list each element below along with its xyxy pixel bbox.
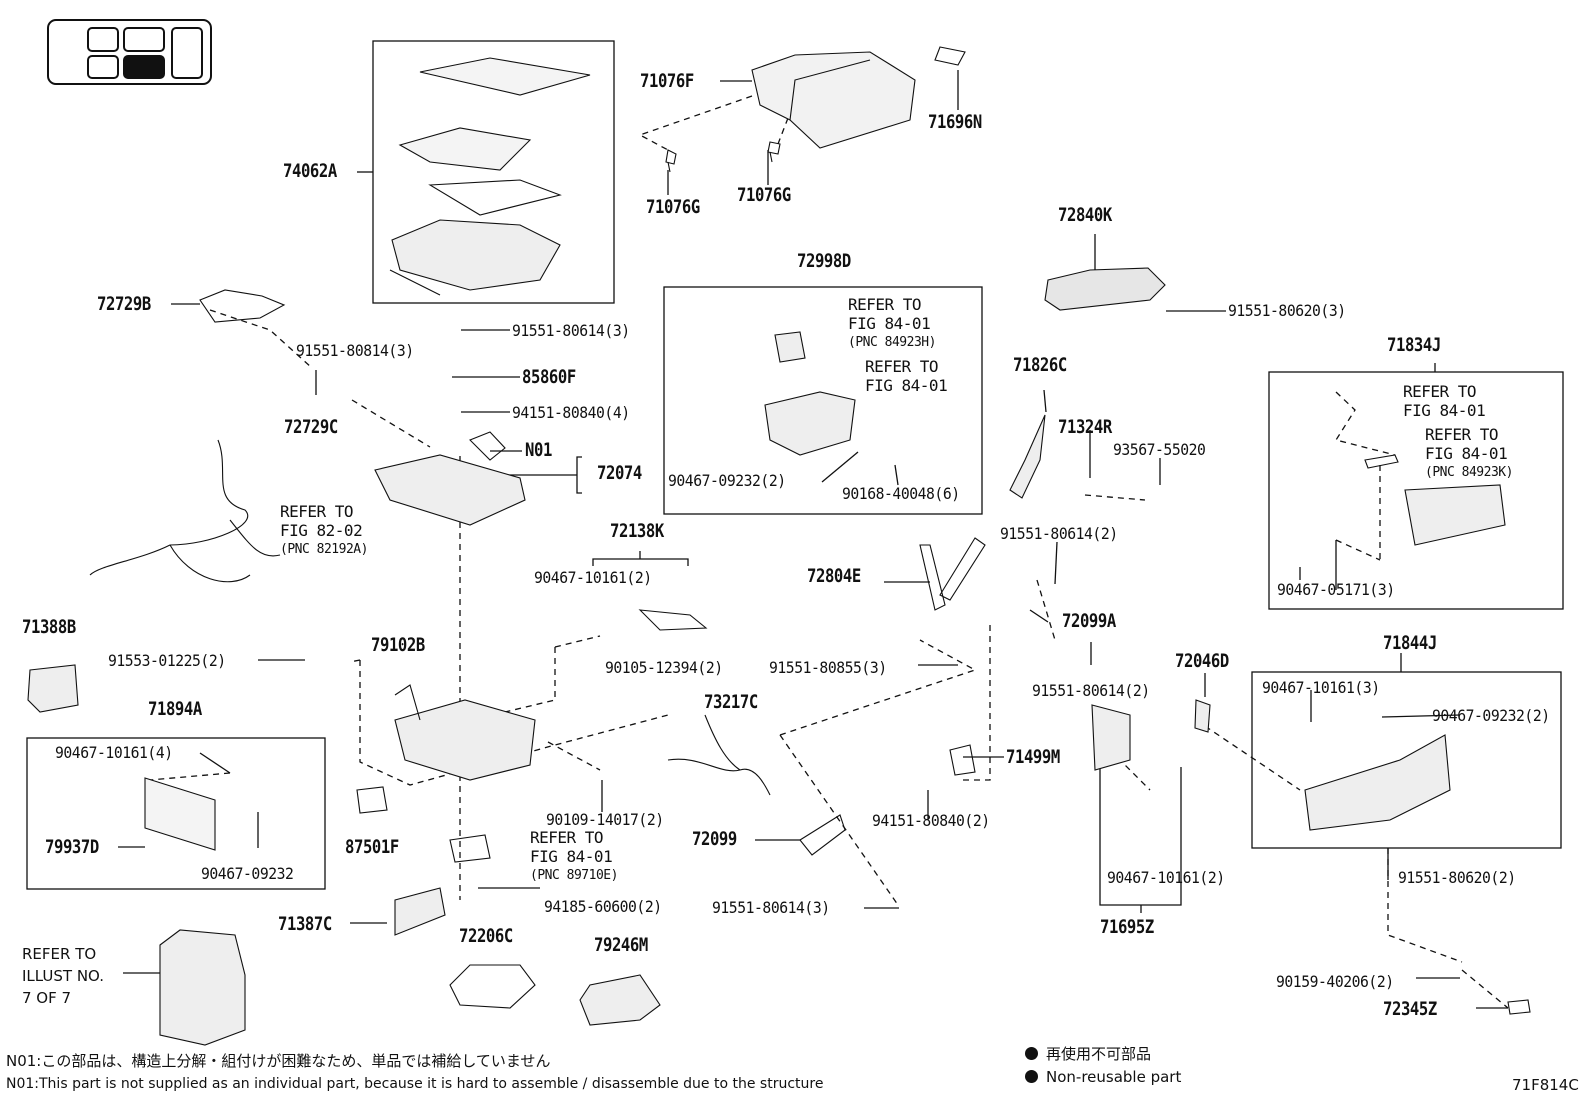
part-label-90467-09232: 90467-09232 <box>201 864 294 883</box>
part-label-94151-80840-4: 94151-80840(4) <box>512 403 630 422</box>
part-label-71695Z: 71695Z <box>1100 916 1154 938</box>
part-label-90109-14017-2: 90109-14017(2) <box>546 810 664 829</box>
part-label-91551-80620-3: 91551-80620(3) <box>1228 301 1346 320</box>
part-label-71844J: 71844J <box>1383 632 1437 654</box>
refer-note-82192A: REFER TO FIG 82-02(PNC 82192A) <box>280 502 368 557</box>
part-label-71076G-right: 71076G <box>737 184 791 206</box>
group-box-72998D <box>663 286 983 515</box>
group-box-71844J <box>1251 671 1562 849</box>
part-label-90467-10161-2-bottom: 90467-10161(2) <box>1107 868 1225 887</box>
part-label-71696N: 71696N <box>928 111 982 133</box>
legend-dot-icon <box>1025 1047 1038 1060</box>
bracket-71695Z <box>1099 767 1182 913</box>
part-label-94185-60600-2: 94185-60600(2) <box>544 897 662 916</box>
refer-note-84923H: REFER TO FIG 84-01(PNC 84923H) <box>848 295 936 350</box>
refer-note-illust-7-of-7: REFER TO ILLUST NO. 7 OF 7 <box>22 945 105 1007</box>
part-sketches <box>27 46 1531 1046</box>
refer-note-84-01-a: REFER TO FIG 84-01 <box>865 357 948 395</box>
part-label-90467-09232-2-right: 90467-09232(2) <box>1432 706 1550 725</box>
part-label-90467-05171-3: 90467-05171(3) <box>1277 580 1395 599</box>
part-label-71324R: 71324R <box>1058 416 1112 438</box>
part-label-71388B: 71388B <box>22 616 76 638</box>
part-label-90467-10161-4: 90467-10161(4) <box>55 743 173 762</box>
part-label-79246M: 79246M <box>594 934 648 956</box>
note-n01-english: N01:This part is not supplied as an indi… <box>6 1076 824 1092</box>
part-label-91551-80614-3-top: 91551-80614(3) <box>512 321 630 340</box>
part-label-71826C: 71826C <box>1013 354 1067 376</box>
part-label-72138K: 72138K <box>610 520 664 542</box>
part-label-94151-80840-2: 94151-80840(2) <box>872 811 990 830</box>
part-label-71834J: 71834J <box>1387 334 1441 356</box>
legend-nonreusable-ja: 再使用不可部品 <box>1025 1043 1151 1064</box>
part-label-71076F: 71076F <box>640 70 694 92</box>
part-label-72046D: 72046D <box>1175 650 1229 672</box>
part-label-72099: 72099 <box>692 828 737 850</box>
part-label-71076G-left: 71076G <box>646 196 700 218</box>
part-label-91551-80614-2-upper: 91551-80614(2) <box>1000 524 1118 543</box>
part-label-71894A: 71894A <box>148 698 202 720</box>
part-label-79937D: 79937D <box>45 836 99 858</box>
figure-code: 71F814C <box>1512 1076 1579 1094</box>
part-label-90168-40048-6: 90168-40048(6) <box>842 484 960 503</box>
part-label-85860F: 85860F <box>522 366 576 388</box>
part-label-91551-80855-3: 91551-80855(3) <box>769 658 887 677</box>
refer-note-84-01-b: REFER TO FIG 84-01 <box>1403 382 1486 420</box>
part-label-73217C: 73217C <box>704 691 758 713</box>
part-label-72729C: 72729C <box>284 416 338 438</box>
part-label-87501F: 87501F <box>345 836 399 858</box>
refer-note-84923K: REFER TO FIG 84-01(PNC 84923K) <box>1425 425 1513 480</box>
part-label-91551-80614-2-lower: 91551-80614(2) <box>1032 681 1150 700</box>
part-label-72729B: 72729B <box>97 293 151 315</box>
part-label-90467-09232-2-box: 90467-09232(2) <box>668 471 786 490</box>
group-box-71834J <box>1268 371 1564 610</box>
legend-dot-icon <box>1025 1070 1038 1083</box>
part-label-72804E: 72804E <box>807 565 861 587</box>
note-n01-japanese: N01:この部品は、構造上分解・組付けが困難なため、単品では補給していません <box>6 1052 551 1070</box>
part-label-91551-80620-2: 91551-80620(2) <box>1398 868 1516 887</box>
part-label-71499M: 71499M <box>1006 746 1060 768</box>
group-box-71894A <box>26 737 326 890</box>
part-label-N01: N01 <box>525 439 552 461</box>
part-label-90159-40206-2: 90159-40206(2) <box>1276 972 1394 991</box>
refer-note-89710E: REFER TO FIG 84-01(PNC 89710E) <box>530 828 618 883</box>
part-label-72345Z: 72345Z <box>1383 998 1437 1020</box>
part-label-90467-10161-2-top: 90467-10161(2) <box>534 568 652 587</box>
part-label-72206C: 72206C <box>459 925 513 947</box>
vehicle-position-icon <box>47 19 212 85</box>
legend-nonreusable-en: Non-reusable part <box>1025 1068 1181 1086</box>
part-label-93567-55020: 93567-55020 <box>1113 440 1206 459</box>
part-label-91551-80614-3-bottom: 91551-80614(3) <box>712 898 830 917</box>
part-label-90467-10161-3: 90467-10161(3) <box>1262 678 1380 697</box>
part-label-74062A: 74062A <box>283 160 337 182</box>
part-label-72074: 72074 <box>597 462 642 484</box>
part-label-91553-01225-2: 91553-01225(2) <box>108 651 226 670</box>
part-label-72099A: 72099A <box>1062 610 1116 632</box>
part-label-72840K: 72840K <box>1058 204 1112 226</box>
assembly-dashed-lines <box>149 95 1509 1009</box>
part-label-71387C: 71387C <box>278 913 332 935</box>
part-label-79102B: 79102B <box>371 634 425 656</box>
part-label-72998D: 72998D <box>797 250 851 272</box>
leader-lines <box>118 70 1508 1009</box>
bracket-72138K <box>592 551 689 566</box>
part-label-91551-80814-3: 91551-80814(3) <box>296 341 414 360</box>
part-label-90105-12394-2: 90105-12394(2) <box>605 658 723 677</box>
